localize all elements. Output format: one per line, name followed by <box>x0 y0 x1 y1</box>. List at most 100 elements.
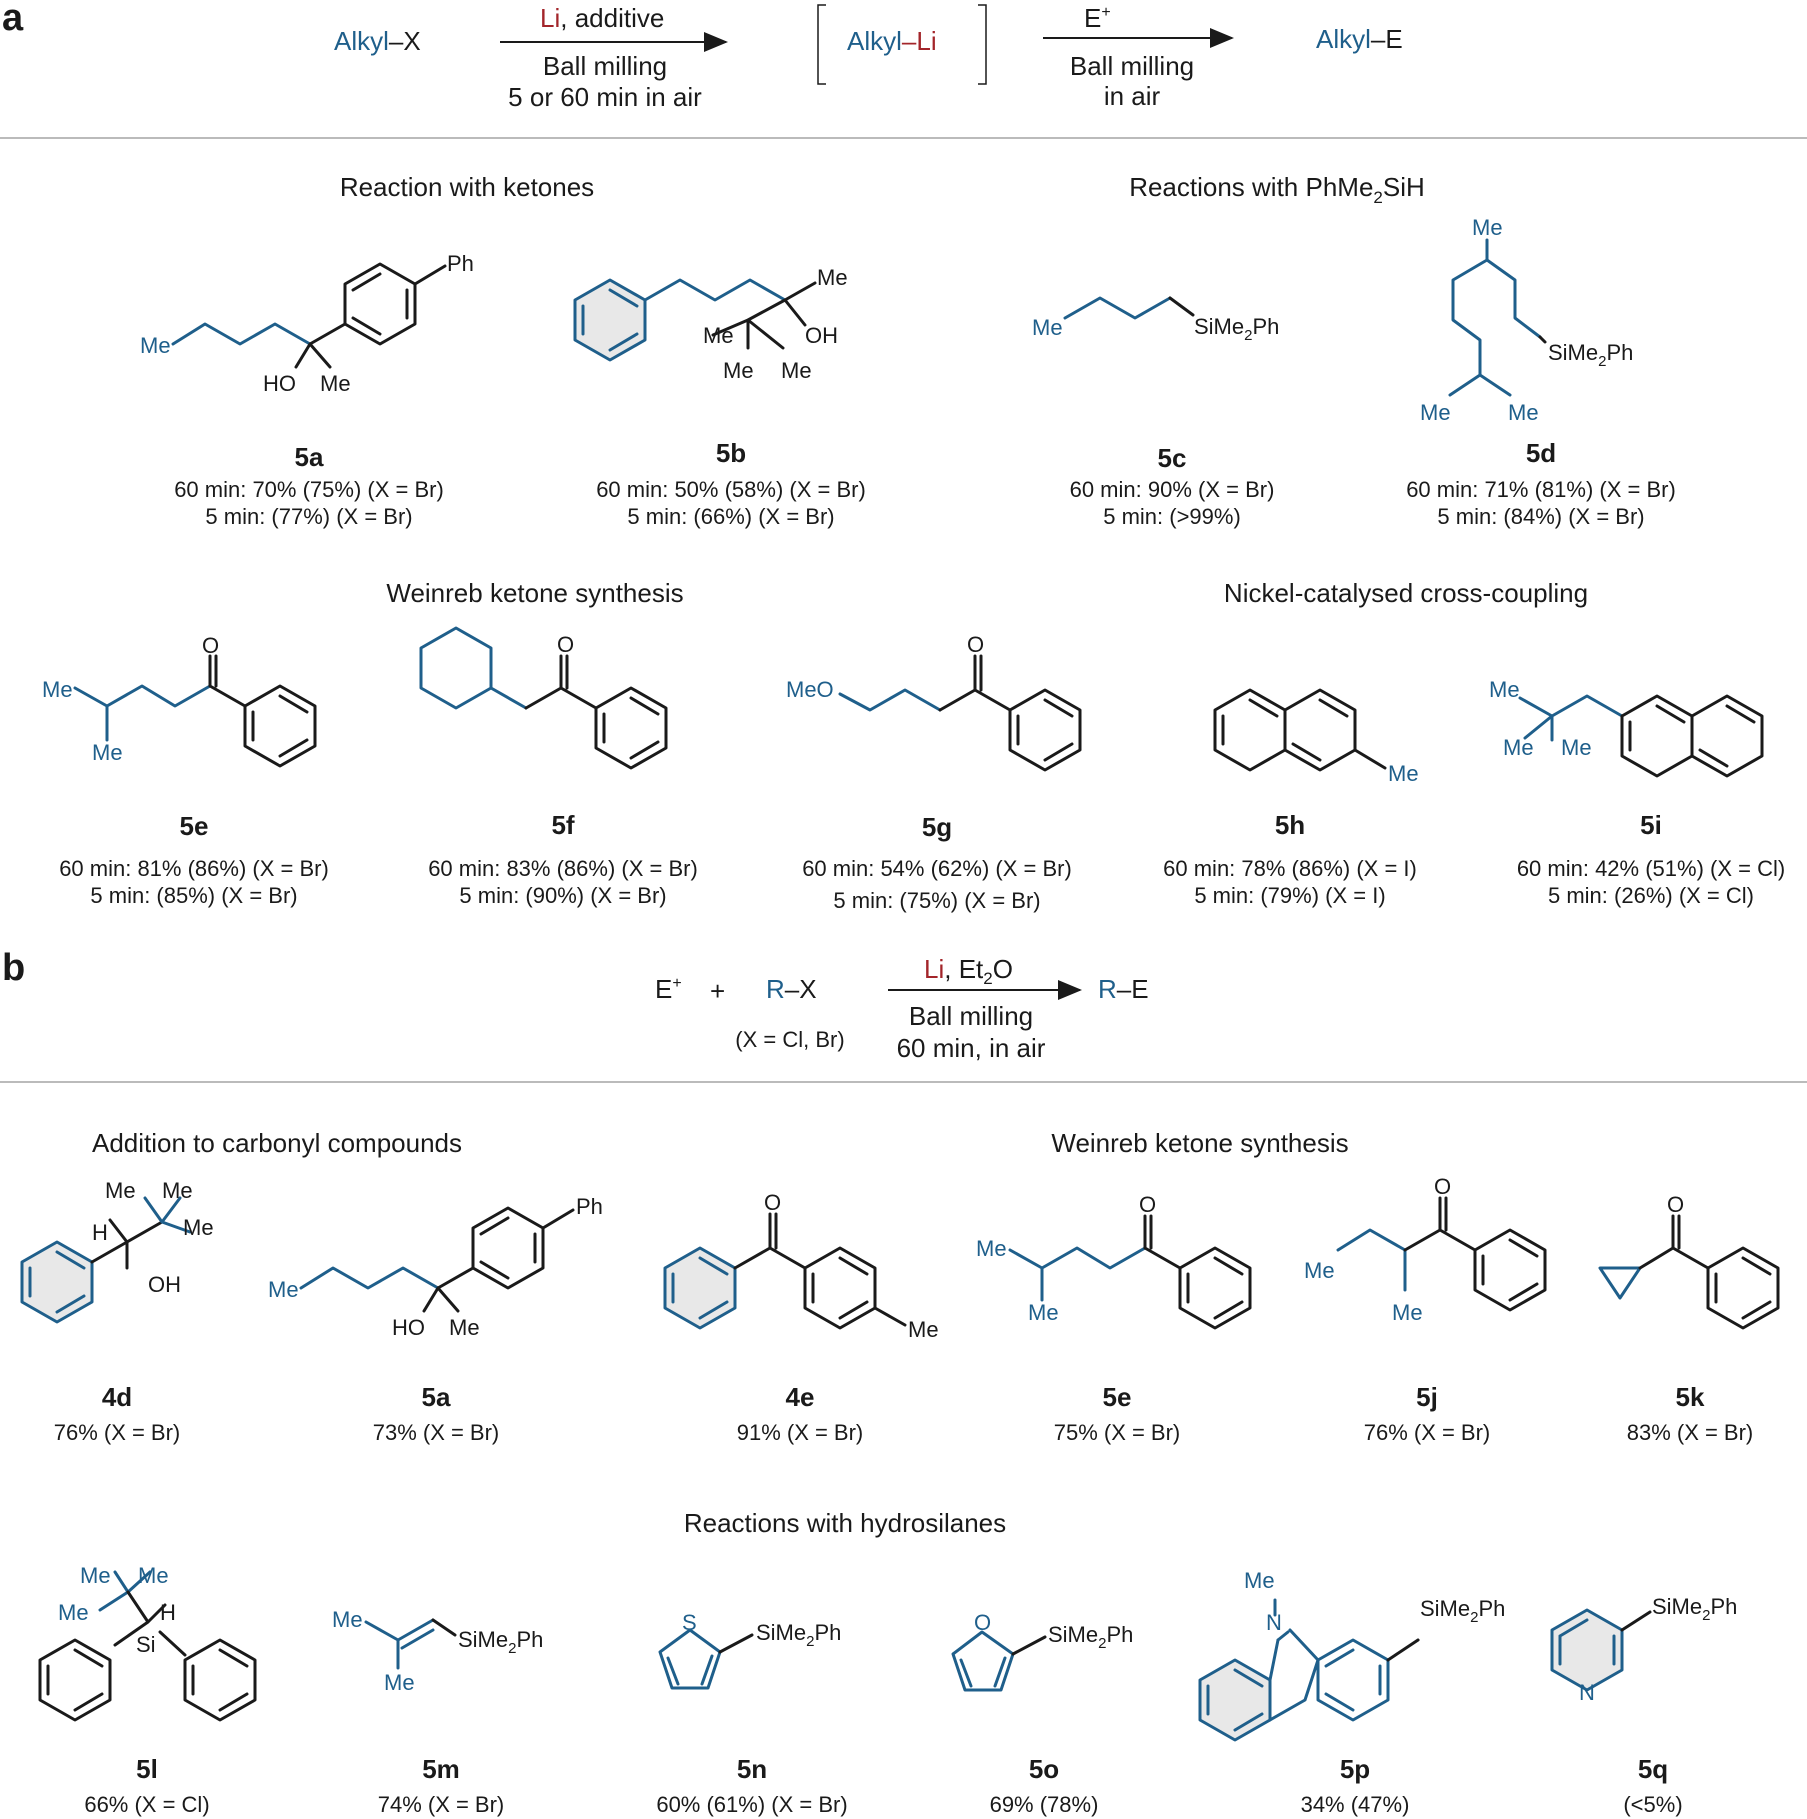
svg-text:R–E: R–E <box>1098 974 1149 1004</box>
svg-text:Me: Me <box>1032 315 1063 340</box>
svg-text:5h: 5h <box>1275 810 1305 840</box>
svg-text:SiMe2Ph: SiMe2Ph <box>1048 1622 1133 1652</box>
svg-text:(X = Cl, Br): (X = Cl, Br) <box>735 1027 844 1052</box>
svg-text:O: O <box>967 632 984 657</box>
svg-text:Me: Me <box>976 1236 1007 1261</box>
svg-text:O: O <box>1434 1174 1451 1199</box>
svg-text:5l: 5l <box>136 1754 158 1784</box>
compound-id: 5a <box>295 442 324 472</box>
svg-text:Me: Me <box>58 1600 89 1625</box>
svg-text:Me: Me <box>1561 735 1592 760</box>
compound-5h: 5h 60 min: 78% (86%) (X = I) 5 min: (79%… <box>1163 810 1417 908</box>
svg-text:SiMe2Ph: SiMe2Ph <box>1194 314 1279 344</box>
svg-text:Me: Me <box>723 358 754 383</box>
svg-text:H: H <box>160 1600 176 1625</box>
svg-text:O: O <box>202 633 219 658</box>
svg-text:S: S <box>682 1610 697 1635</box>
structure-5a-b: Me Ph HO Me <box>268 1194 603 1340</box>
compound-5m: 5m 74% (X = Br) <box>378 1754 505 1817</box>
section-nickel: Nickel-catalysed cross-coupling <box>1224 578 1588 608</box>
svg-text:5 min: (79%) (X = I): 5 min: (79%) (X = I) <box>1194 883 1385 908</box>
svg-text:4e: 4e <box>786 1382 815 1412</box>
svg-text:5j: 5j <box>1416 1382 1438 1412</box>
svg-text:66% (X = Cl): 66% (X = Cl) <box>84 1792 209 1817</box>
svg-text:SiMe2Ph: SiMe2Ph <box>1548 340 1633 370</box>
svg-text:5p: 5p <box>1340 1754 1370 1784</box>
svg-text:5g: 5g <box>922 812 952 842</box>
structure-5l: Me Me Me H Si <box>38 1563 257 1722</box>
svg-text:5 min: (>99%): 5 min: (>99%) <box>1103 504 1241 529</box>
bracket-right <box>978 4 987 85</box>
compound-5e-a: 5e 60 min: 81% (86%) (X = Br) 5 min: (85… <box>59 811 329 908</box>
structure-5e-a: Me Me O <box>42 633 317 768</box>
svg-text:60% (61%) (X = Br): 60% (61%) (X = Br) <box>656 1792 847 1817</box>
structure-5f: O <box>419 626 668 770</box>
svg-text:Me: Me <box>1489 677 1520 702</box>
svg-text:76% (X = Br): 76% (X = Br) <box>54 1420 181 1445</box>
structure-5h: Me <box>1213 688 1419 786</box>
svg-text:O: O <box>764 1190 781 1215</box>
section-weinreb-b: Weinreb ketone synthesis <box>1051 1128 1348 1158</box>
svg-text:Me: Me <box>1503 735 1534 760</box>
structure-5o: O SiMe2Ph <box>951 1610 1133 1692</box>
compound-5f: 5f 60 min: 83% (86%) (X = Br) 5 min: (90… <box>428 810 698 908</box>
structure-5q: N SiMe2Ph <box>1550 1594 1737 1705</box>
structure-4e: O Me <box>663 1190 939 1342</box>
compound-5i: 5i 60 min: 42% (51%) (X = Cl) 5 min: (26… <box>1517 810 1785 908</box>
compound-5b: 5b 60 min: 50% (58%) (X = Br) 5 min: (66… <box>596 438 866 529</box>
structure-5b: Me OH Me Me Me <box>573 265 848 383</box>
svg-text:N: N <box>1579 1680 1595 1705</box>
svg-text:SiMe2Ph: SiMe2Ph <box>1420 1596 1505 1626</box>
svg-text:Me: Me <box>1304 1258 1335 1283</box>
svg-text:(<5%): (<5%) <box>1623 1792 1682 1817</box>
product-alkyl: Alkyl <box>1316 24 1371 54</box>
compound-5j: 5j 76% (X = Br) <box>1364 1382 1491 1445</box>
svg-text:Me: Me <box>320 371 351 396</box>
panel-a-label: a <box>2 0 24 39</box>
compound-5o: 5o 69% (78%) <box>990 1754 1099 1817</box>
svg-text:5e: 5e <box>180 811 209 841</box>
svg-text:Li, additive: Li, additive <box>540 3 664 33</box>
svg-text:Me: Me <box>1420 400 1451 425</box>
svg-text:5b: 5b <box>716 438 746 468</box>
svg-text:76% (X = Br): 76% (X = Br) <box>1364 1420 1491 1445</box>
compound-5e-b: 5e 75% (X = Br) <box>1054 1382 1181 1445</box>
compound-4d: 4d 76% (X = Br) <box>54 1382 181 1445</box>
svg-text:N: N <box>1266 1610 1282 1635</box>
svg-text:5 min: (66%) (X = Br): 5 min: (66%) (X = Br) <box>627 504 834 529</box>
svg-text:60 min: 71% (81%) (X = Br): 60 min: 71% (81%) (X = Br) <box>1406 477 1676 502</box>
svg-text:60 min: 54% (62%) (X = Br): 60 min: 54% (62%) (X = Br) <box>802 856 1072 881</box>
svg-text:60 min: 50% (58%) (X = Br): 60 min: 50% (58%) (X = Br) <box>596 477 866 502</box>
svg-text:SiMe2Ph: SiMe2Ph <box>458 1627 543 1657</box>
svg-text:4d: 4d <box>102 1382 132 1412</box>
svg-text:Me: Me <box>42 677 73 702</box>
svg-text:Alkyl–X: Alkyl–X <box>334 26 421 56</box>
svg-text:Me: Me <box>183 1215 214 1240</box>
svg-text:60 min, in air: 60 min, in air <box>897 1033 1046 1063</box>
svg-text:60 min: 83% (86%) (X = Br): 60 min: 83% (86%) (X = Br) <box>428 856 698 881</box>
compound-5c: 5c 60 min: 90% (X = Br) 5 min: (>99%) <box>1070 443 1275 529</box>
svg-text:Me: Me <box>817 265 848 290</box>
section-weinreb-a: Weinreb ketone synthesis <box>386 578 683 608</box>
electrophile: E <box>1084 3 1101 33</box>
svg-text:OH: OH <box>805 323 838 348</box>
reagent-additive: , additive <box>560 3 664 33</box>
svg-text:83% (X = Br): 83% (X = Br) <box>1627 1420 1754 1445</box>
svg-text:Alkyl–Li: Alkyl–Li <box>847 26 937 56</box>
section-silanes: Reactions with PhMe2SiH <box>1129 172 1425 207</box>
product-e: –E <box>1371 24 1403 54</box>
bracket-left <box>817 4 826 85</box>
compound-5g: 5g 60 min: 54% (62%) (X = Br) 5 min: (75… <box>802 812 1072 913</box>
svg-text:Si: Si <box>136 1632 156 1657</box>
svg-text:Me: Me <box>384 1670 415 1695</box>
svg-text:Ph: Ph <box>447 251 474 276</box>
svg-text:O: O <box>557 632 574 657</box>
panel-a-scheme: Alkyl–X Li, additive Ball milling 5 or 6… <box>334 3 1403 112</box>
svg-text:5d: 5d <box>1526 438 1556 468</box>
svg-text:OH: OH <box>148 1272 181 1297</box>
svg-text:SiMe2Ph: SiMe2Ph <box>756 1620 841 1650</box>
intermediate-li: –Li <box>902 26 937 56</box>
svg-text:Me: Me <box>1508 400 1539 425</box>
structure-4d: H OH Me Me Me <box>20 1178 214 1324</box>
compound-5d: 5d 60 min: 71% (81%) (X = Br) 5 min: (84… <box>1406 438 1676 529</box>
